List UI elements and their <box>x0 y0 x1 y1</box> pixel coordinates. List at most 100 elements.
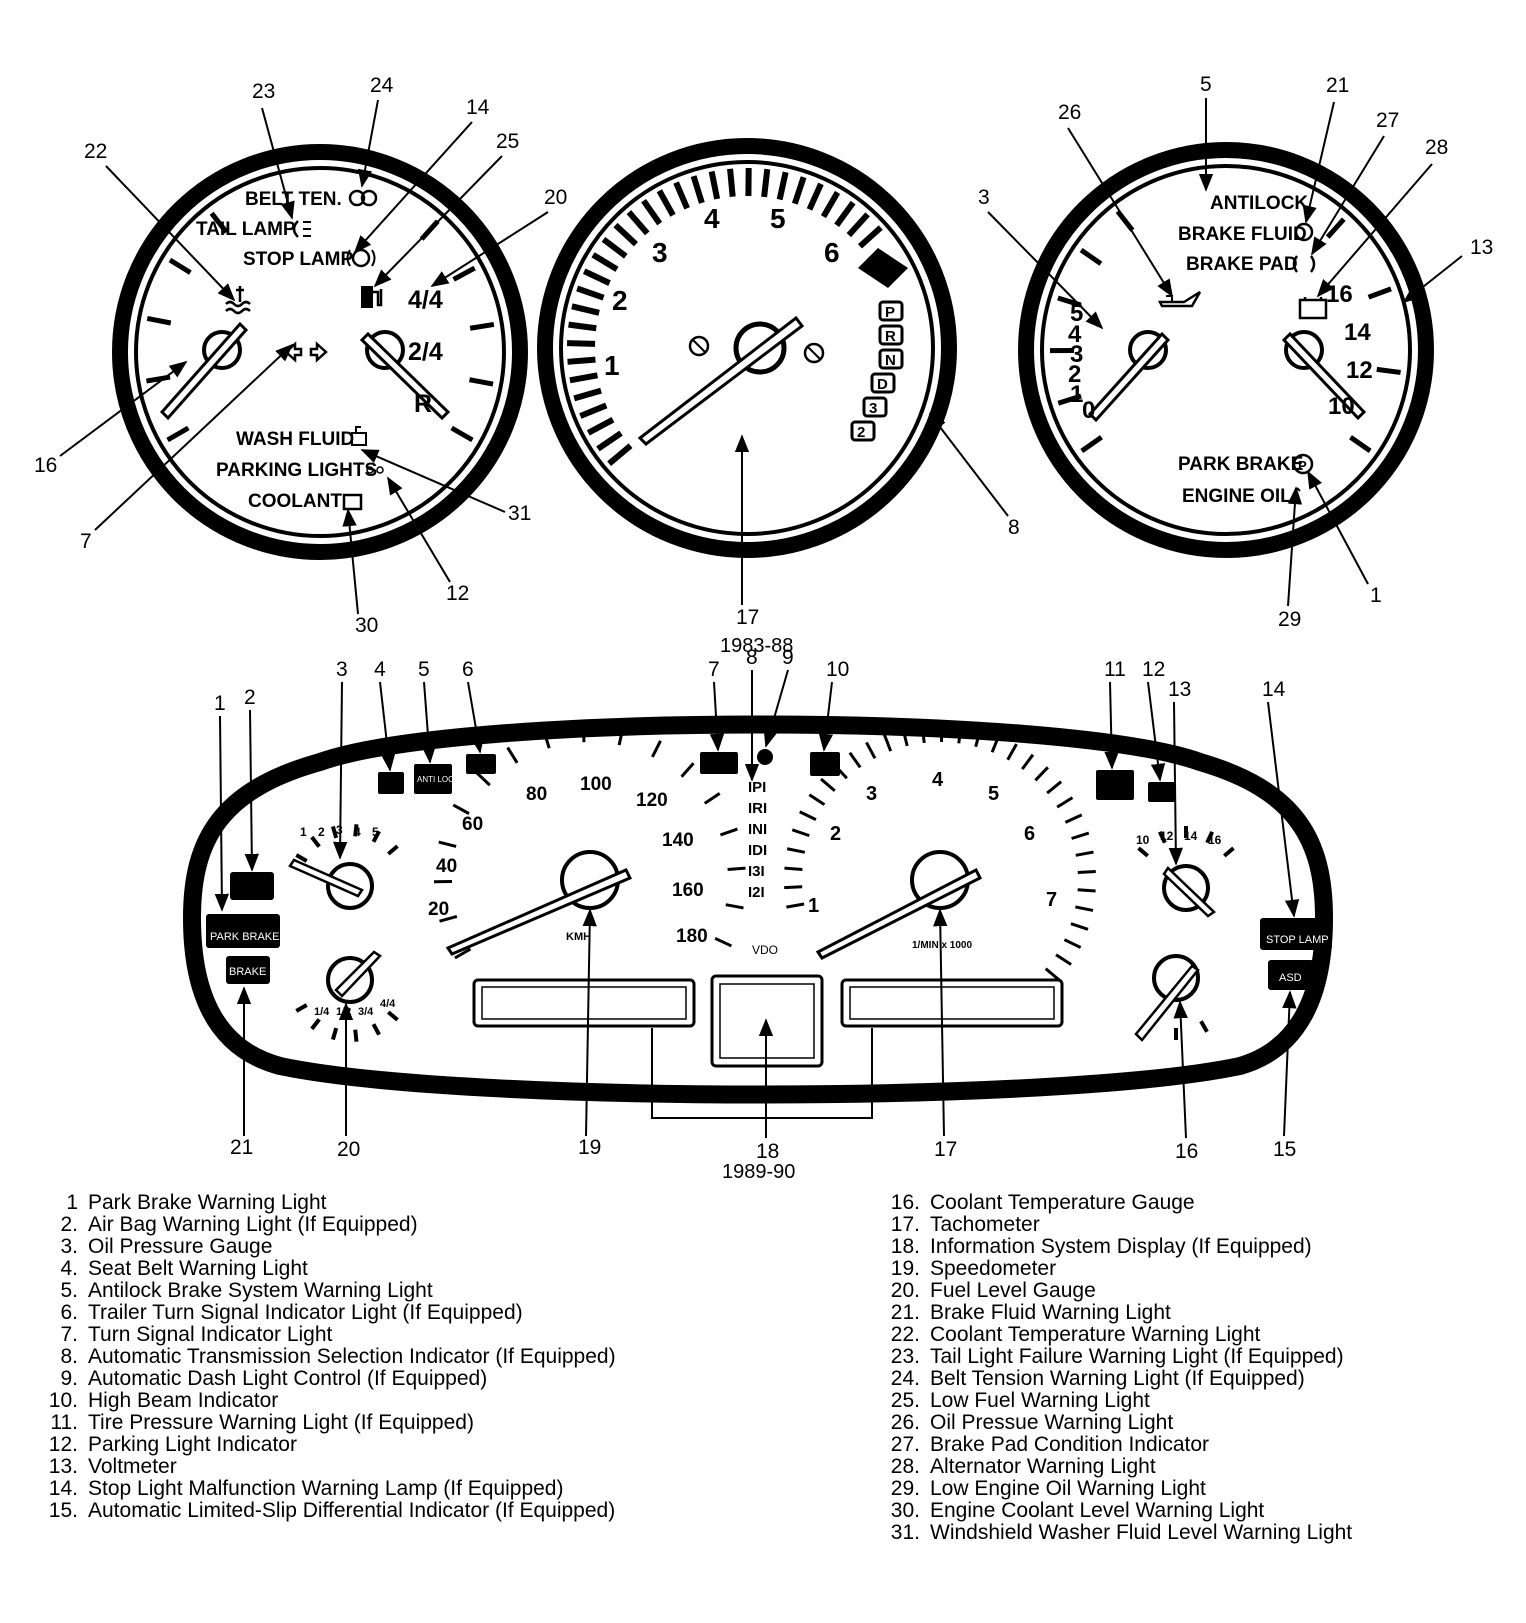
tach-tick <box>569 372 599 384</box>
tach-tick <box>920 724 926 744</box>
oil-scale-label: 3 <box>1070 341 1083 368</box>
brake-lamp <box>226 956 270 984</box>
scale-tick <box>1080 435 1103 453</box>
callout-number: 5 <box>1200 73 1212 96</box>
callout-number: 10 <box>826 658 849 681</box>
callout-number: 3 <box>978 186 990 209</box>
scale-tick <box>1057 393 1082 406</box>
tach-tick <box>784 885 803 890</box>
legend-text: Tail Light Failure Warning Light (If Equ… <box>930 1345 1344 1368</box>
tach-tick <box>708 170 721 200</box>
legend-item: 6.Trailer Turn Signal Indicator Light (I… <box>44 1302 616 1324</box>
legend-text: Speedometer <box>930 1257 1057 1280</box>
speed-tick <box>506 746 519 764</box>
legend-number: 4. <box>60 1257 78 1280</box>
bottom-leader-lines <box>236 908 1297 1139</box>
oil-scale-label: 1 <box>1070 381 1083 408</box>
leader-line <box>1168 701 1183 866</box>
engine-oil-label: ENGINE OIL <box>1182 486 1292 507</box>
tach-tick <box>727 168 736 197</box>
legend-number: 30. <box>890 1499 920 1522</box>
volt-scale-label: 14 <box>1184 829 1198 843</box>
oil-scale-label: 5 <box>372 825 379 839</box>
tach-tick <box>567 356 596 365</box>
top-left-gauge: BELT TEN. TAIL LAMP STOP LAMP WASH FLUID… <box>34 74 567 637</box>
legend-number: 15. <box>48 1499 78 1522</box>
tach-tick <box>596 430 623 452</box>
tach-scale-label: 2 <box>612 285 628 316</box>
legend-text: Information System Display (If Equipped) <box>930 1235 1312 1258</box>
callout-number: 13 <box>1168 678 1191 701</box>
callout-number: 17 <box>736 606 759 629</box>
legend-item: 24.Belt Tension Warning Light (If Equipp… <box>886 1368 1352 1390</box>
legend-item: 10.High Beam Indicator <box>44 1390 616 1412</box>
tach-tick <box>656 189 676 217</box>
scale-tick <box>1367 286 1392 300</box>
legend-text: Antilock Brake System Warning Light <box>88 1279 433 1302</box>
legend-number: 5. <box>60 1279 78 1302</box>
coolant-temp-warning-icon <box>225 286 251 315</box>
oil-scale-label: 2 <box>1068 361 1081 388</box>
callout-number: 16 <box>1175 1140 1198 1163</box>
legend-number: 18. <box>890 1235 920 1258</box>
tach-tick <box>613 222 639 247</box>
legend-text: Oil Pressue Warning Light <box>930 1411 1174 1434</box>
callout-number: 29 <box>1278 608 1301 631</box>
brake-fluid-icon <box>1294 222 1314 242</box>
oil-gauge-needle <box>1087 331 1171 423</box>
tach-tick <box>1063 938 1082 949</box>
fuel-gauge-needle <box>359 331 451 421</box>
leader-line <box>1267 701 1300 918</box>
legend-number: 31. <box>890 1521 920 1544</box>
speed-tick <box>727 866 746 871</box>
gear-strip-label: IPI <box>748 779 766 796</box>
gear-label: D <box>877 376 888 393</box>
tach-scale-label: 5 <box>988 783 999 805</box>
speed-tick <box>719 827 738 837</box>
tach-tick <box>571 303 600 316</box>
tach-tick <box>1077 869 1096 874</box>
leader-line <box>467 681 485 754</box>
speed-tick <box>703 792 721 805</box>
tach-tick <box>1075 905 1094 912</box>
tach-tick <box>957 725 963 744</box>
coolant-label: COOLANT <box>248 491 342 512</box>
speed-scale-label: 60 <box>462 814 483 835</box>
speed-scale-label: 80 <box>526 784 547 805</box>
scale-tick <box>209 211 229 234</box>
scale-tick <box>168 257 192 275</box>
speed-tick <box>438 840 457 848</box>
callout-number: 26 <box>1058 101 1081 124</box>
tach-tick <box>1075 850 1094 857</box>
legend-item: 23.Tail Light Failure Warning Light (If … <box>886 1346 1352 1368</box>
speed-scale-label: 120 <box>636 790 668 811</box>
belt-ten-label: BELT TEN. <box>245 189 342 210</box>
tach-tick <box>799 810 817 821</box>
legend-item: 2.Air Bag Warning Light (If Equipped) <box>44 1214 616 1236</box>
legend-text: Seat Belt Warning Light <box>88 1257 308 1280</box>
callout-number: 12 <box>446 582 469 605</box>
legend-number: 28. <box>890 1455 920 1478</box>
wash-fluid-icon <box>351 426 367 446</box>
legend-text: Automatic Transmission Selection Indicat… <box>88 1345 616 1368</box>
belt-tension-icon <box>348 189 378 207</box>
tire-pressure-warning-icon <box>1096 770 1134 800</box>
legend-number: 11. <box>50 1411 78 1434</box>
scale-tick <box>468 377 494 387</box>
wash-fluid-label: WASH FLUID <box>236 429 354 450</box>
callout-number: 30 <box>355 614 378 637</box>
fuel-scale-label: 1/2 <box>336 1006 351 1018</box>
legend-number: 8. <box>60 1345 78 1368</box>
volt-scale-label: 10 <box>1328 393 1355 420</box>
tach-scale-label: 2 <box>830 823 841 845</box>
legend-text: Oil Pressure Gauge <box>88 1235 273 1258</box>
tach-tick <box>990 734 1001 753</box>
seat-belt-warning-icon <box>378 772 404 794</box>
leader-line <box>1147 681 1166 782</box>
gear-strip-label: IDI <box>748 842 767 859</box>
tach-tick <box>820 777 836 792</box>
parking-lights-label: PARKING LIGHTS <box>216 460 377 481</box>
